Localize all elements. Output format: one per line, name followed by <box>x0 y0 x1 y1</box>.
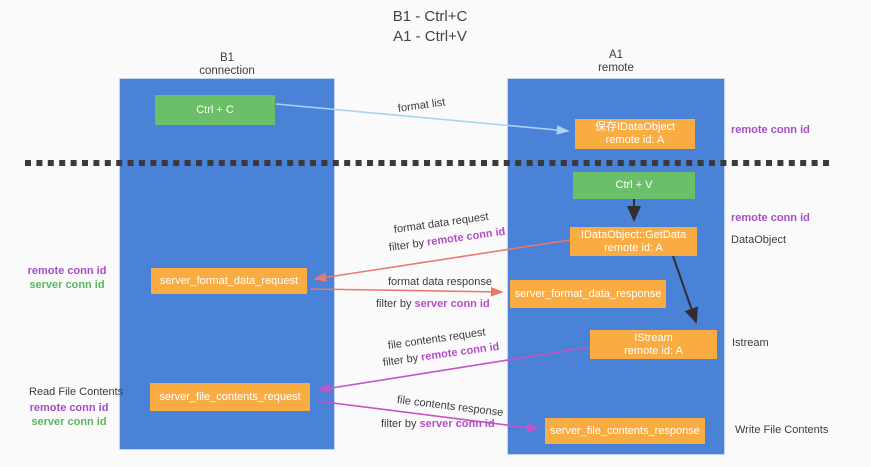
lifeline-a1-role: remote <box>598 62 634 74</box>
ctrl-v-box: Ctrl + V <box>573 172 695 199</box>
save-idataobject-box: 保存IDataObject remote id: A <box>575 119 695 149</box>
dataobject-label: DataObject <box>731 234 787 246</box>
istream-side-label: Istream <box>732 337 769 349</box>
format-list-label: format list <box>397 96 447 115</box>
format-remote-conn-id-label: remote conn id <box>27 265 107 277</box>
format-data-response-label: format data response <box>388 276 492 288</box>
format-response-arrow <box>310 287 504 297</box>
lifeline-b1-name: B1 <box>219 52 235 64</box>
istream-box: IStream remote id: A <box>590 330 717 359</box>
file-response-filter-key: server conn id <box>419 418 495 430</box>
server-format-data-response-box: server_format_data_response <box>510 280 666 308</box>
file-server-conn-id-label: server conn id <box>31 416 107 428</box>
format-response-filter-label: filter by server conn id <box>376 298 490 310</box>
read-file-contents-label: Read File Contents <box>29 386 124 398</box>
save-idataobject-line1: 保存IDataObject <box>594 121 676 133</box>
right-top-remote-conn-id-label: remote conn id <box>731 124 810 136</box>
istream-line1: IStream <box>634 331 673 344</box>
idataobject-getdata-box: IDataObject::GetData remote id: A <box>570 227 697 256</box>
save-idataobject-line2: remote id: A <box>605 134 665 146</box>
format-server-conn-id-label: server conn id <box>29 279 105 291</box>
right-mid-remote-conn-id-label: remote conn id <box>731 212 810 224</box>
server-file-contents-request-label: server_file_contents_request <box>159 390 301 403</box>
lifeline-a1-name: A1 <box>608 49 624 61</box>
getdata-line2: remote id: A <box>604 241 663 254</box>
ctrl-v-label: Ctrl + V <box>615 179 653 191</box>
diagram-title: B1 - Ctrl+C A1 - Ctrl+V <box>0 7 860 47</box>
lifeline-header-b1: B1 connection <box>119 52 335 78</box>
write-file-contents-label: Write File Contents <box>735 424 829 436</box>
file-response-filter-prefix: filter by <box>381 418 420 430</box>
server-format-data-request-label: server_format_data_request <box>159 274 299 287</box>
file-contents-response-label: file contents response <box>396 394 504 419</box>
getdata-line1: IDataObject::GetData <box>580 228 687 241</box>
file-response-filter-label: filter by server conn id <box>381 418 495 430</box>
server-file-contents-request-box: server_file_contents_request <box>150 383 310 411</box>
format-response-filter-key: server conn id <box>414 298 490 310</box>
title-line-2: A1 - Ctrl+V <box>393 28 467 45</box>
server-file-contents-response-box: server_file_contents_response <box>545 418 705 444</box>
ctrl-c-box: Ctrl + C <box>155 95 275 125</box>
server-format-data-response-label: server_format_data_response <box>514 287 662 300</box>
lifeline-b1-role: connection <box>199 65 255 77</box>
format-response-filter-prefix: filter by <box>376 298 415 310</box>
ctrl-c-label: Ctrl + C <box>196 103 234 116</box>
lifeline-header-a1: A1 remote <box>507 49 725 75</box>
file-remote-conn-id-label: remote conn id <box>29 402 109 414</box>
title-line-1: B1 - Ctrl+C <box>392 8 468 25</box>
file-request-filter-prefix: filter by <box>382 351 422 369</box>
format-request-filter-prefix: filter by <box>388 236 428 254</box>
server-file-contents-response-label: server_file_contents_response <box>550 424 700 437</box>
istream-line2: remote id: A <box>624 344 683 357</box>
server-format-data-request-box: server_format_data_request <box>151 268 307 294</box>
